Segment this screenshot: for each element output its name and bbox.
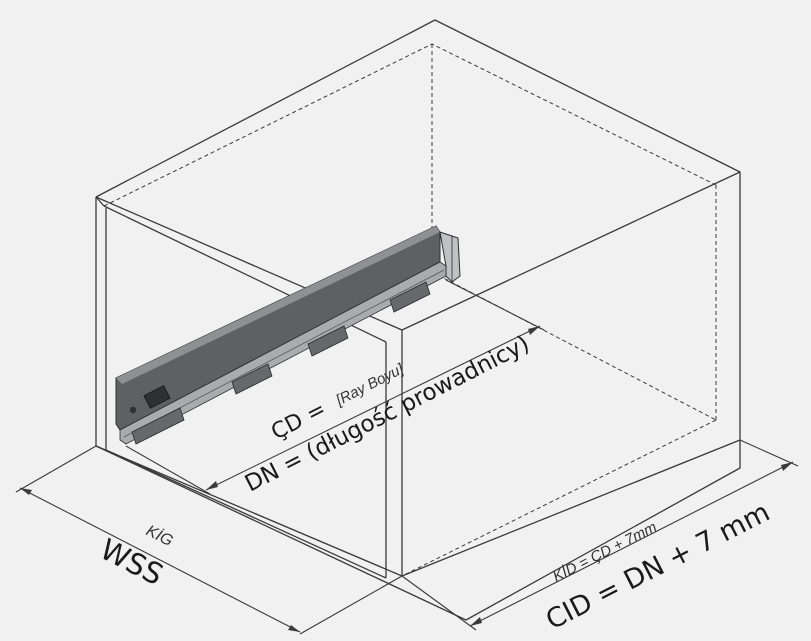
slide-front-screw xyxy=(129,406,137,414)
cabinet-left-top-thickness xyxy=(95,196,105,207)
arrowhead xyxy=(20,488,32,495)
slide-front-lock xyxy=(143,385,171,409)
mount-clip xyxy=(131,407,185,445)
dim-cabinet-width-ext-right xyxy=(299,575,403,635)
dim-cabinet-depth-line xyxy=(469,461,794,627)
slide-rail-highlight xyxy=(116,226,440,384)
dim-slide-length-ext-front xyxy=(125,445,211,495)
dim-cabinet-width-line xyxy=(19,487,301,633)
inner-side-hidden-edge xyxy=(401,419,717,577)
slide-mount-clips xyxy=(131,281,431,445)
arrowhead xyxy=(470,617,482,626)
dim-cabinet-depth-ext xyxy=(401,575,477,631)
cabinet-bottom-front-edge xyxy=(95,445,403,577)
arrowhead xyxy=(288,625,300,632)
dim-slide-length-ext-rear xyxy=(445,279,545,331)
dim-slide-length-line xyxy=(205,325,541,491)
dim-cabinet-width-ext-left xyxy=(15,445,97,493)
cabinet-hidden-edges xyxy=(103,43,717,577)
dimension-arrowheads xyxy=(20,326,793,632)
arrowhead xyxy=(781,462,793,471)
dim-cabinet-depth-ext-rear xyxy=(739,439,799,467)
back-top-hidden-edge xyxy=(103,43,717,207)
slide-rear-bracket xyxy=(439,231,461,283)
cabinet-bottom-side-edge xyxy=(401,439,741,577)
mount-clip xyxy=(389,281,431,313)
mount-clip xyxy=(231,363,273,395)
front-frame-inner-left xyxy=(105,208,387,579)
drawer-slide xyxy=(115,225,461,445)
mount-clip xyxy=(307,325,349,357)
arrowhead xyxy=(528,326,540,335)
floor-hidden-edge xyxy=(431,271,717,421)
arrowhead xyxy=(206,481,218,490)
dimension-lines xyxy=(15,279,799,635)
cabinet-width-small-label: KİG xyxy=(143,521,176,550)
